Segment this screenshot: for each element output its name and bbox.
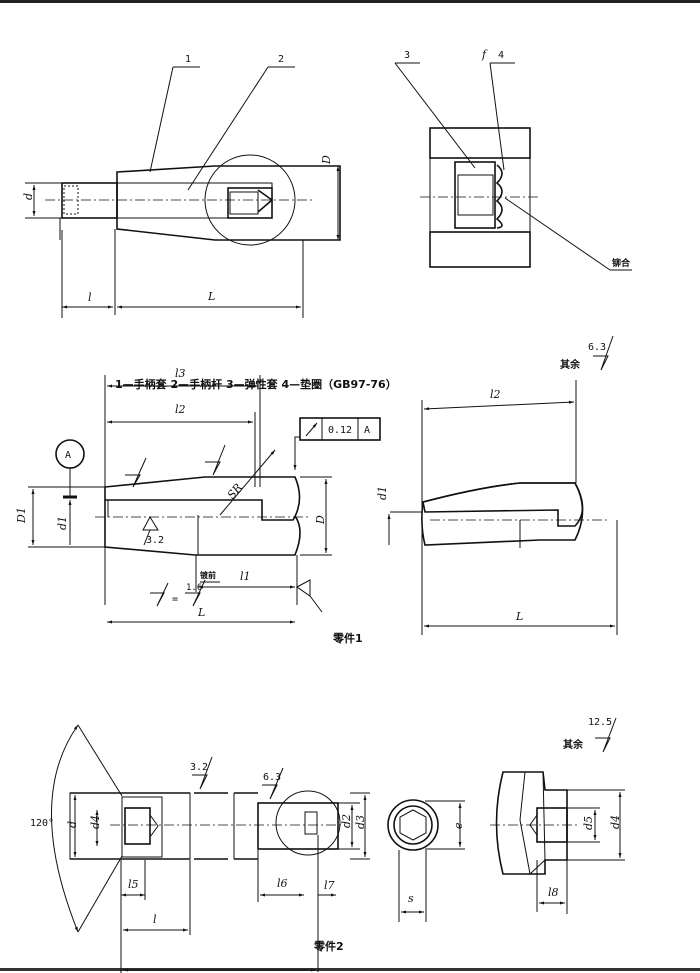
roughness-6-3-other: 6.3 <box>588 342 606 353</box>
rivet-note: 铆合 <box>612 257 631 269</box>
assembly-legend: 1—手柄套 2—手柄杆 3—弹性套 4—垫圈（GB97-76） <box>115 377 397 391</box>
dim-D: D <box>320 155 333 165</box>
dim-SR: SR <box>225 481 245 501</box>
part1-view: D1 d1 A D l3 l2 l1 L SR 3.2 <box>15 335 618 645</box>
dim-l6: l6 <box>277 877 288 890</box>
dim-D1: D1 <box>15 507 28 524</box>
dim-L-right: L <box>515 610 523 623</box>
bottom-border <box>0 968 700 971</box>
dim-l: l <box>153 913 157 926</box>
pre-plating-note: 镀前 <box>200 570 216 580</box>
dim-D: D <box>314 515 327 525</box>
dim-d1: d1 <box>56 516 69 530</box>
part2-view: 120° d d4 d2 d3 l5 l <box>30 717 625 973</box>
angle-120: 120° <box>30 818 54 829</box>
roughness-6-3-part2: 6.3 <box>263 772 281 783</box>
roughness-3-2: 3.2 <box>146 535 164 546</box>
dim-L: L <box>197 606 205 619</box>
dim-d4-detail: d4 <box>609 815 622 829</box>
equals-sign: = <box>172 594 178 605</box>
callout-4: 4 <box>498 50 504 61</box>
dim-l3: l3 <box>175 367 186 380</box>
dim-l7: l7 <box>324 879 335 892</box>
roughness-3-2-part2: 3.2 <box>190 762 208 773</box>
dim-l2-right: l2 <box>490 388 501 401</box>
dim-d3: d3 <box>354 815 367 829</box>
dim-e: e <box>452 822 465 829</box>
dim-l2: l2 <box>175 403 186 416</box>
symbol-f: f <box>481 48 488 61</box>
dim-d2: d2 <box>340 814 353 828</box>
roughness-12-5-other: 12.5 <box>588 717 612 728</box>
dim-l5: l5 <box>128 878 139 891</box>
dim-d5: d5 <box>582 816 595 830</box>
dim-l: l <box>88 291 92 304</box>
assembly-view: d D l L 1 2 3 f 4 铆合 <box>22 48 632 391</box>
part1-caption: 零件1 <box>332 631 363 645</box>
dim-s: s <box>408 892 414 905</box>
roughness-other-label-part2: 其余 <box>563 738 584 751</box>
roughness-1-6: 1.6 <box>186 583 202 593</box>
roughness-other-label: 其余 <box>560 358 581 371</box>
tolerance-value: 0.12 <box>328 425 352 436</box>
top-border <box>0 0 700 3</box>
dim-l8: l8 <box>548 886 559 899</box>
datum-A: A <box>65 450 71 461</box>
tolerance-frame <box>299 417 381 441</box>
part2-caption: 零件2 <box>313 939 344 953</box>
callout-1: 1 <box>185 54 191 65</box>
dim-L: L <box>207 290 215 303</box>
dim-d: d <box>22 193 35 200</box>
tolerance-datum: A <box>364 425 370 436</box>
callout-2: 2 <box>278 54 284 65</box>
callout-3: 3 <box>404 50 410 61</box>
dim-d4: d4 <box>89 815 102 829</box>
dim-d: d <box>66 821 79 828</box>
dim-d1-right: d1 <box>376 486 389 500</box>
dim-l1: l1 <box>240 570 251 583</box>
